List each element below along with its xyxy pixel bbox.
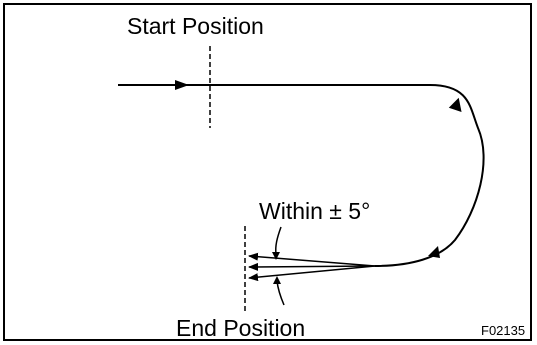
end-position-label: End Position xyxy=(176,315,306,341)
tolerance-prefix: Within xyxy=(259,198,323,224)
tolerance-arc-lower xyxy=(276,280,285,306)
end-arrow-lower xyxy=(248,265,376,282)
start-position-label: Start Position xyxy=(127,13,264,39)
figure-code: F02135 xyxy=(481,323,526,338)
u-turn-path xyxy=(374,84,485,267)
tolerance-arrow-upper xyxy=(272,252,280,260)
tolerance-value: ± 5° xyxy=(329,198,371,224)
tolerance-arrow-lower xyxy=(273,276,281,284)
tolerance-arc-upper xyxy=(275,226,282,255)
turn-arrow-top xyxy=(448,97,462,112)
end-arrow-middle xyxy=(248,262,376,271)
diagram-frame xyxy=(3,3,532,341)
end-arrow-upper xyxy=(248,252,376,267)
tolerance-label: Within ± 5° xyxy=(259,200,370,223)
entry-arrow xyxy=(175,80,189,90)
turn-arrow-bottom xyxy=(428,246,440,258)
